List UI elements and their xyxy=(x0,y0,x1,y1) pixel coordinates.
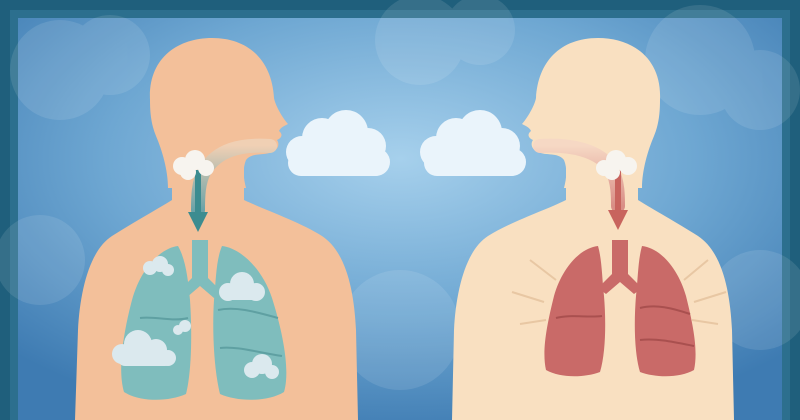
left-arrow-shaft xyxy=(195,170,201,216)
